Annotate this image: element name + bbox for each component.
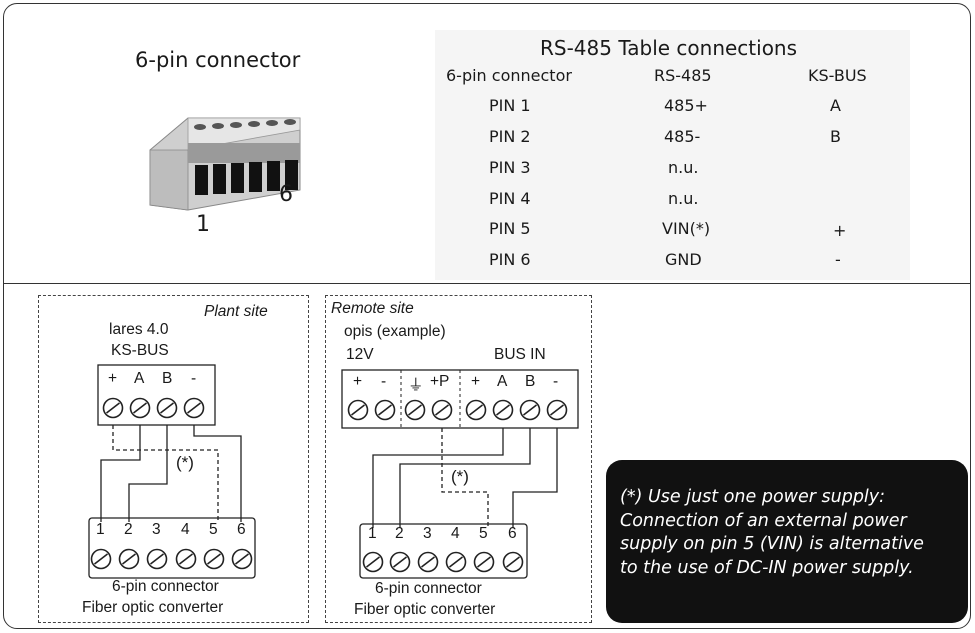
note-line: supply on pin 5 (VIN) is alternative <box>620 534 924 554</box>
remote-pin-label: 2 <box>395 525 404 542</box>
table-cell-rs485: GND <box>665 250 702 269</box>
plant-site-label: Plant site <box>204 303 268 320</box>
table-cell-ksbus: A <box>830 96 841 115</box>
plant-pin-label: 2 <box>124 521 133 538</box>
note-box <box>606 460 968 623</box>
plant-device-bus: KS-BUS <box>111 342 169 359</box>
table-cell-pin: PIN 1 <box>489 96 531 115</box>
remote-bus-label: BUS IN <box>494 346 546 363</box>
table-header-ksbus: KS-BUS <box>808 66 867 85</box>
remote-pin-label: 1 <box>368 525 377 542</box>
table-cell-rs485: 485- <box>664 127 701 146</box>
table-title: RS-485 Table connections <box>540 36 798 60</box>
remote-terminal-label: + <box>471 373 481 390</box>
remote-12v-label: 12V <box>346 346 374 363</box>
section-divider <box>3 283 971 284</box>
remote-site-label: Remote site <box>331 300 414 317</box>
table-cell-rs485: n.u. <box>668 189 699 208</box>
note-line: to the use of DC-IN power supply. <box>620 557 914 578</box>
plant-terminal-label: - <box>191 370 197 387</box>
table-background <box>435 30 910 280</box>
remote-terminal-label: - <box>553 373 559 390</box>
table-cell-pin: PIN 2 <box>489 127 531 146</box>
ground-icon: ⏚ <box>408 377 424 394</box>
table-cell-pin: PIN 4 <box>489 189 531 208</box>
pin-one-label: 1 <box>196 212 210 237</box>
table-cell-rs485: 485+ <box>664 96 708 115</box>
plant-site-panel <box>38 295 309 623</box>
plant-device-name: lares 4.0 <box>109 321 169 338</box>
table-cell-pin: PIN 6 <box>489 250 531 269</box>
remote-terminal-label: + <box>353 373 363 390</box>
table-cell-ksbus: - <box>835 250 841 269</box>
plant-pin-label: 4 <box>181 521 190 538</box>
remote-asterisk: (*) <box>451 467 469 486</box>
table-cell-pin: PIN 3 <box>489 158 531 177</box>
plant-pin-label: 3 <box>152 521 161 538</box>
plant-caption-connector: 6-pin connector <box>112 578 219 595</box>
table-cell-pin: PIN 5 <box>489 219 531 238</box>
note-line: (*) Use just one power supply: <box>620 487 886 507</box>
power-supply-note: (*) Use just one power supply: Connectio… <box>620 486 965 580</box>
plant-terminal-label: + <box>108 370 118 387</box>
plant-pin-label: 1 <box>96 521 105 538</box>
table-cell-ksbus: + <box>833 221 847 240</box>
table-cell-rs485: n.u. <box>668 158 699 177</box>
remote-site-panel <box>325 295 592 623</box>
plant-asterisk: (*) <box>176 453 194 472</box>
remote-terminal-label: +P <box>430 373 450 390</box>
remote-caption-converter: Fiber optic converter <box>354 601 496 618</box>
plant-terminal-label: A <box>134 370 145 387</box>
connector-title: 6-pin connector <box>135 48 301 72</box>
plant-caption-converter: Fiber optic converter <box>82 599 224 616</box>
table-header-rs485: RS-485 <box>654 66 712 85</box>
remote-terminal-label: - <box>381 373 387 390</box>
remote-pin-label: 3 <box>423 525 432 542</box>
remote-device-name: opis (example) <box>344 323 446 340</box>
note-line: Connection of an external power <box>620 510 907 531</box>
plant-pin-label: 5 <box>209 521 218 538</box>
remote-pin-label: 5 <box>479 525 488 542</box>
outer-frame <box>3 3 971 629</box>
plant-pin-label: 6 <box>237 521 246 538</box>
remote-terminal-label: B <box>525 373 536 390</box>
remote-pin-label: 4 <box>451 525 460 542</box>
plant-terminal-label: B <box>162 370 173 387</box>
table-header-connector: 6-pin connector <box>446 66 572 85</box>
table-cell-ksbus: B <box>830 127 841 146</box>
pin-six-label: 6 <box>279 182 293 207</box>
table-cell-rs485: VIN(*) <box>662 219 711 238</box>
remote-caption-connector: 6-pin connector <box>375 580 482 597</box>
remote-pin-label: 6 <box>508 525 517 542</box>
remote-terminal-label: A <box>497 373 508 390</box>
